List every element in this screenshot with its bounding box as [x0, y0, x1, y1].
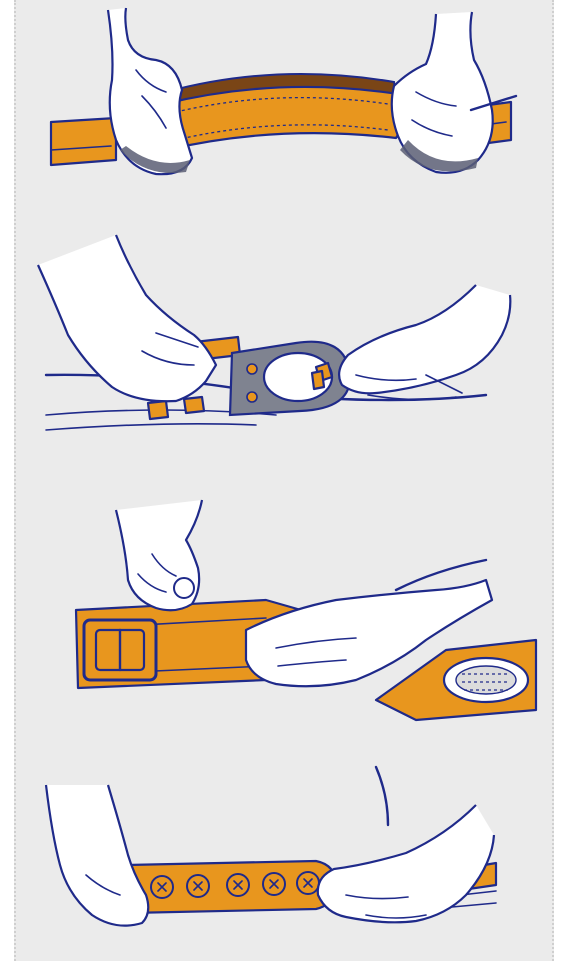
- step-1-padded-strap-illustration: [16, 0, 556, 210]
- step-3-strap-buckle-illustration: [16, 470, 556, 730]
- left-hand: [38, 235, 216, 401]
- left-hand: [46, 785, 148, 926]
- step-4-perforated-strap-illustration: [16, 745, 556, 955]
- step-2-ring-buckle-illustration: [16, 225, 556, 455]
- thumb-keeper: [312, 371, 324, 389]
- right-hand: [318, 805, 494, 922]
- strap-left-end: [51, 118, 116, 165]
- illustration-panel: [14, 0, 554, 961]
- step-3-drawing: [16, 470, 556, 730]
- padded-shoulder-piece: [159, 87, 402, 150]
- arm-line: [376, 767, 388, 825]
- step-4-drawing: [16, 745, 556, 955]
- step-2-drawing: [16, 225, 556, 455]
- left-hand: [108, 8, 192, 174]
- fingertip: [174, 578, 194, 598]
- step-1-drawing: [16, 0, 556, 210]
- rivet-2: [247, 392, 257, 402]
- keeper-bottom-left: [148, 401, 168, 419]
- strap-under-line-2: [46, 424, 256, 430]
- rivet-1: [247, 364, 257, 374]
- keeper-bottom-mid: [184, 397, 204, 413]
